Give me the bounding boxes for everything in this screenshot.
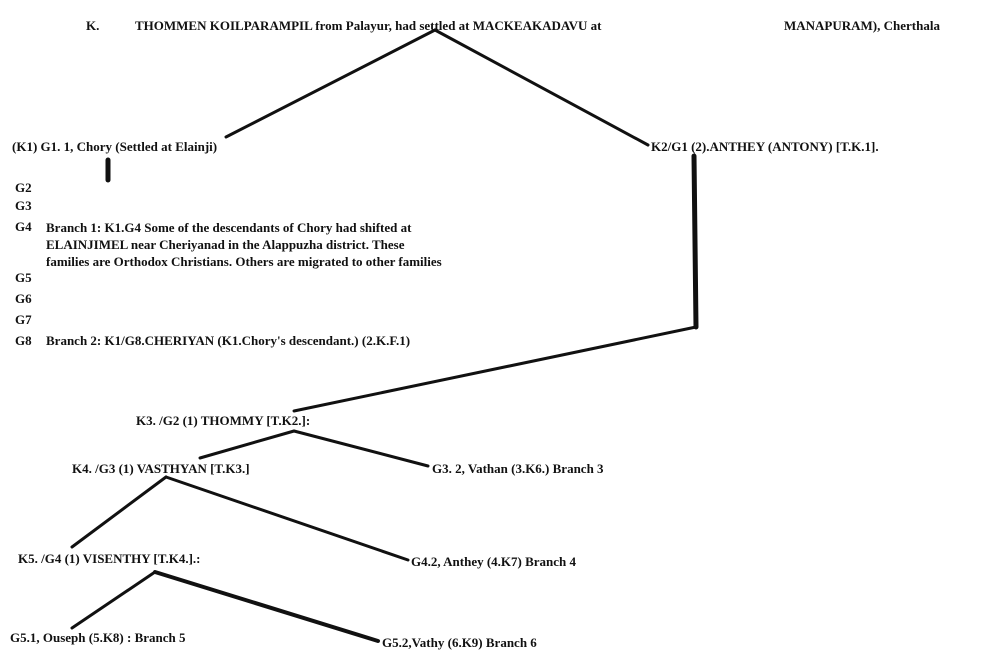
generation-g6: G6 [15, 291, 32, 306]
header-title: THOMMEN KOILPARAMPIL from Palayur, had s… [135, 18, 602, 33]
node-k1-chory: (K1) G1. 1, Chory (Settled at Elainji) [12, 139, 218, 154]
node-k5-visenthy: K5. /G4 (1) VISENTHY [T.K4.].: [18, 551, 201, 566]
node-k2-anthey: K2/G1 (2).ANTHEY (ANTONY) [T.K.1]. [651, 139, 879, 154]
edge-root-to-k2 [433, 28, 650, 147]
branch1-line2: ELAINJIMEL near Cheriyanad in the Alappu… [46, 237, 405, 252]
node-g4-anthey: G4.2, Anthey (4.K7) Branch 4 [411, 554, 577, 569]
branch1-line3: families are Orthodox Christians. Others… [46, 254, 442, 269]
generation-g2: G2 [15, 180, 32, 195]
generation-g5: G5 [15, 270, 32, 285]
branch1-line1: Branch 1: K1.G4 Some of the descendants … [46, 220, 412, 235]
generation-g7: G7 [15, 312, 32, 327]
edge-k3-to-k4 [198, 429, 296, 460]
edge-k2-to-k3 [292, 325, 698, 413]
generation-g4: G4 [15, 219, 32, 234]
edge-k5-to-g5-vathy [153, 570, 380, 643]
node-g5-ouseph: G5.1, Ouseph (5.K8) : Branch 5 [10, 630, 186, 645]
header-label: K. [86, 18, 100, 33]
edge-k5-to-g5-ouseph [70, 570, 157, 630]
node-g3-vathan: G3. 2, Vathan (3.K6.) Branch 3 [432, 461, 604, 476]
node-k3-thommy: K3. /G2 (1) THOMMY [T.K2.]: [136, 413, 311, 428]
edge-k4-to-g4-anthey [164, 475, 410, 562]
node-g5-vathy: G5.2,Vathy (6.K9) Branch 6 [382, 635, 537, 650]
header-title-end: MANAPURAM), Cherthala [784, 18, 940, 33]
edge-k2-down [691, 153, 699, 330]
branch2-cheriyan: Branch 2: K1/G8.CHERIYAN (K1.Chory's des… [46, 333, 411, 348]
generation-g3: G3 [15, 198, 32, 213]
edge-k4-to-k5 [70, 475, 168, 549]
edge-k3-to-g3-vathan [292, 429, 430, 468]
node-k4-vasthyan: K4. /G3 (1) VASTHYAN [T.K3.] [72, 461, 250, 476]
generation-g8: G8 [15, 333, 32, 348]
edge-root-to-k1 [224, 28, 437, 139]
